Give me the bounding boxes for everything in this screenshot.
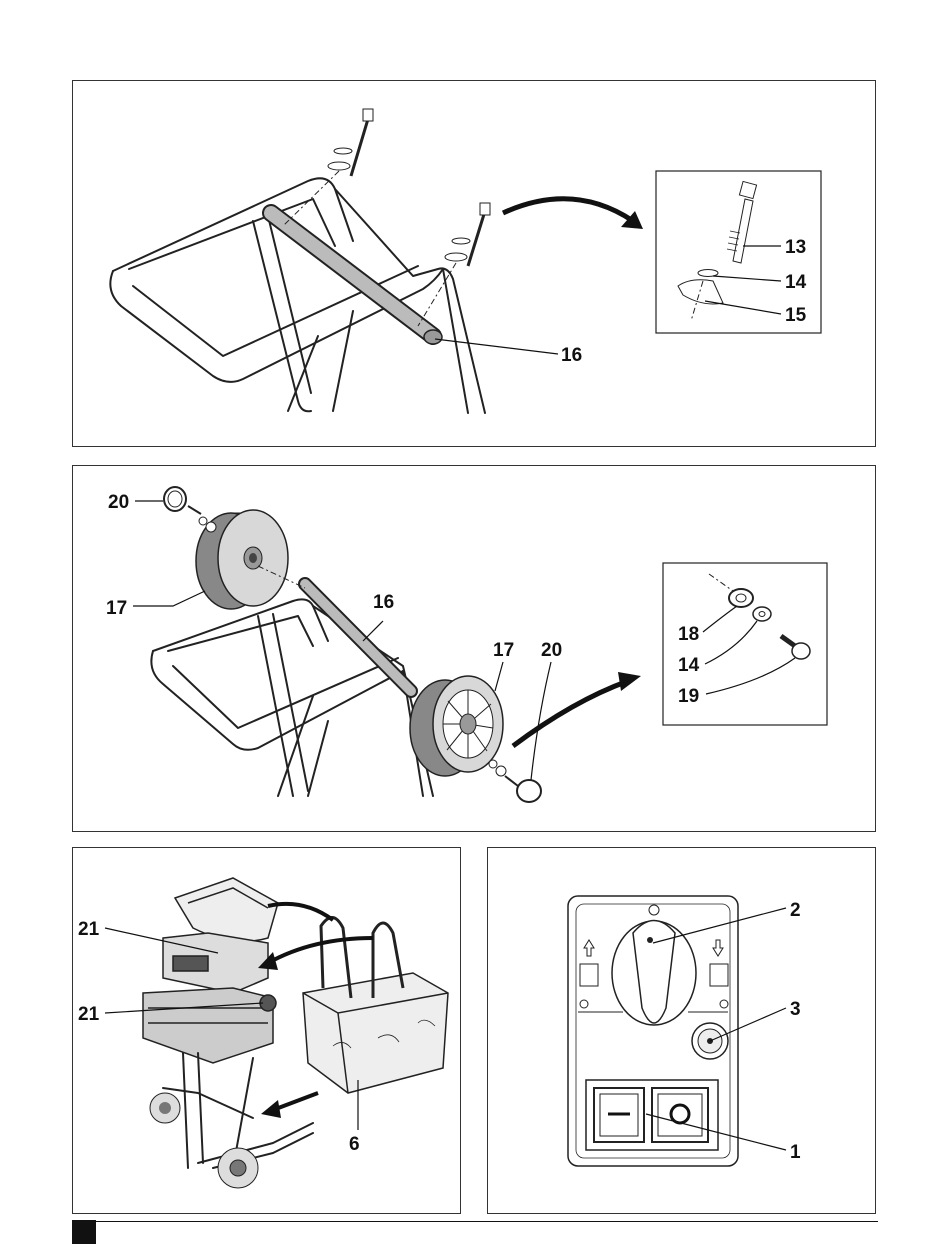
figure-collection-bag: 21 21 6 xyxy=(72,847,461,1214)
callout-15: 15 xyxy=(785,305,807,326)
bolt-right xyxy=(418,203,490,326)
arrow-to-detail xyxy=(513,681,628,746)
wheel-illustration: 20 17 16 17 20 xyxy=(73,466,877,833)
hub-cap-left xyxy=(164,487,216,532)
arrow-to-detail xyxy=(503,199,633,221)
callout-2: 2 xyxy=(790,900,801,921)
shredder-wheels xyxy=(150,1093,258,1188)
control-panel-illustration: 2 3 1 xyxy=(488,848,877,1215)
callout-14: 14 xyxy=(785,272,807,293)
callout-20-bottom: 20 xyxy=(541,640,562,661)
wheel-right xyxy=(410,676,503,776)
frame-axle-illustration: 16 13 14 15 xyxy=(73,81,877,448)
figure-wheel-assembly: 20 17 16 17 20 xyxy=(72,465,876,832)
page-footer-marker xyxy=(72,1220,96,1244)
bolt-detail-inset: 13 14 15 xyxy=(656,171,821,333)
hub-cap-right xyxy=(489,760,541,802)
handle-frame xyxy=(151,599,433,796)
callout-14: 14 xyxy=(678,655,700,676)
figure-frame-axle-assembly: 16 13 14 15 xyxy=(72,80,876,447)
figure-control-panel: 2 3 1 xyxy=(487,847,876,1214)
arrow-attach-top xyxy=(268,904,333,920)
callout-20-top: 20 xyxy=(108,492,129,513)
callout-19: 19 xyxy=(678,686,699,707)
callout-16: 16 xyxy=(561,345,582,366)
callout-13: 13 xyxy=(785,237,806,258)
callout-1: 1 xyxy=(790,1142,801,1163)
callout-3: 3 xyxy=(790,999,801,1020)
callout-21-top: 21 xyxy=(78,919,100,940)
callout-17-left: 17 xyxy=(106,598,127,619)
callout-6: 6 xyxy=(349,1134,360,1155)
bolt-left xyxy=(283,109,373,226)
page-footer-rule xyxy=(72,1221,878,1222)
callout-16: 16 xyxy=(373,592,394,613)
handle-frame xyxy=(110,178,485,413)
axle-tube xyxy=(271,213,442,344)
callout-21-bottom: 21 xyxy=(78,1004,100,1025)
callout-17-right: 17 xyxy=(493,640,514,661)
callout-18: 18 xyxy=(678,624,699,645)
shredder-bag-illustration: 21 21 6 xyxy=(73,848,462,1215)
arrow-bag-insert xyxy=(273,1093,318,1110)
wheel-bolt-detail-inset: 18 14 19 xyxy=(663,563,827,725)
shredder-unit xyxy=(143,878,278,1063)
